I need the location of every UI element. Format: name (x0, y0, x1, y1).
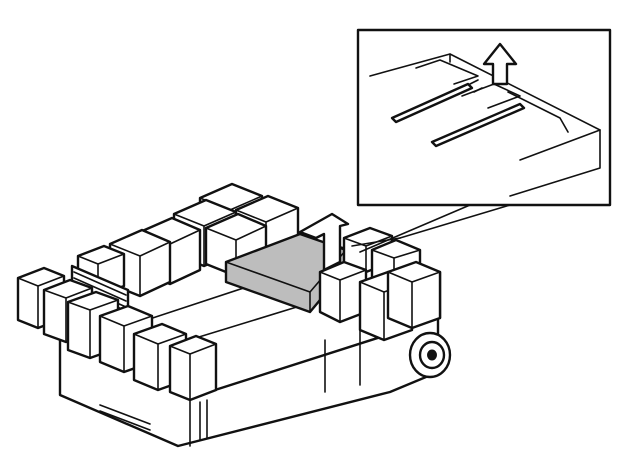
mounting-bolt (408, 331, 452, 379)
up-arrow-icon (298, 212, 350, 272)
detail-inset (356, 28, 612, 207)
callout-leader (351, 204, 511, 253)
relay-row-front (16, 266, 218, 402)
up-arrow-icon (482, 42, 518, 86)
relay-row-right (318, 226, 442, 342)
